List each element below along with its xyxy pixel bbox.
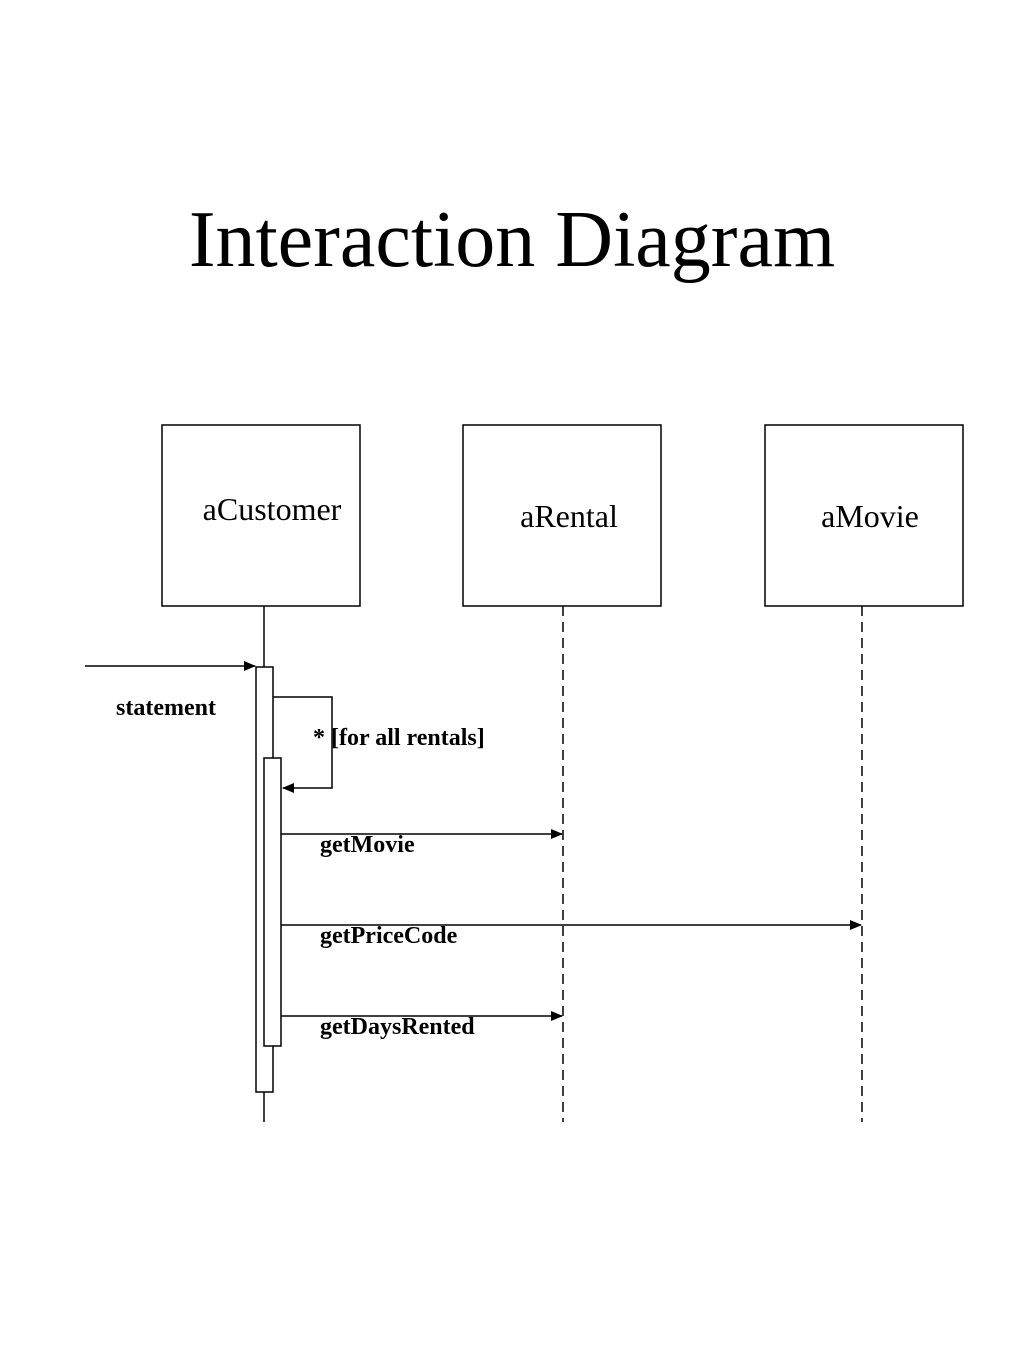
loop-arrow bbox=[273, 696, 333, 793]
get-days-rented-label: getDaysRented bbox=[320, 1014, 475, 1040]
get-movie-label: getMovie bbox=[320, 832, 415, 858]
activation-bar-inner bbox=[263, 757, 282, 1047]
object-movie: aMovie bbox=[764, 424, 964, 607]
object-customer-label: aCustomer bbox=[203, 491, 342, 527]
object-rental-box bbox=[462, 424, 662, 607]
object-movie-label: aMovie bbox=[821, 498, 919, 534]
get-price-code-label: getPriceCode bbox=[320, 923, 458, 949]
loop-guard-label: * [for all rentals] bbox=[313, 725, 485, 751]
statement-label: statement bbox=[116, 695, 216, 721]
object-rental: aRental bbox=[462, 424, 662, 607]
object-movie-box bbox=[764, 424, 964, 607]
object-customer-box bbox=[161, 424, 361, 607]
object-customer: aCustomer bbox=[161, 424, 361, 607]
object-rental-label: aRental bbox=[520, 498, 618, 534]
page-title: Interaction Diagram bbox=[188, 196, 836, 284]
